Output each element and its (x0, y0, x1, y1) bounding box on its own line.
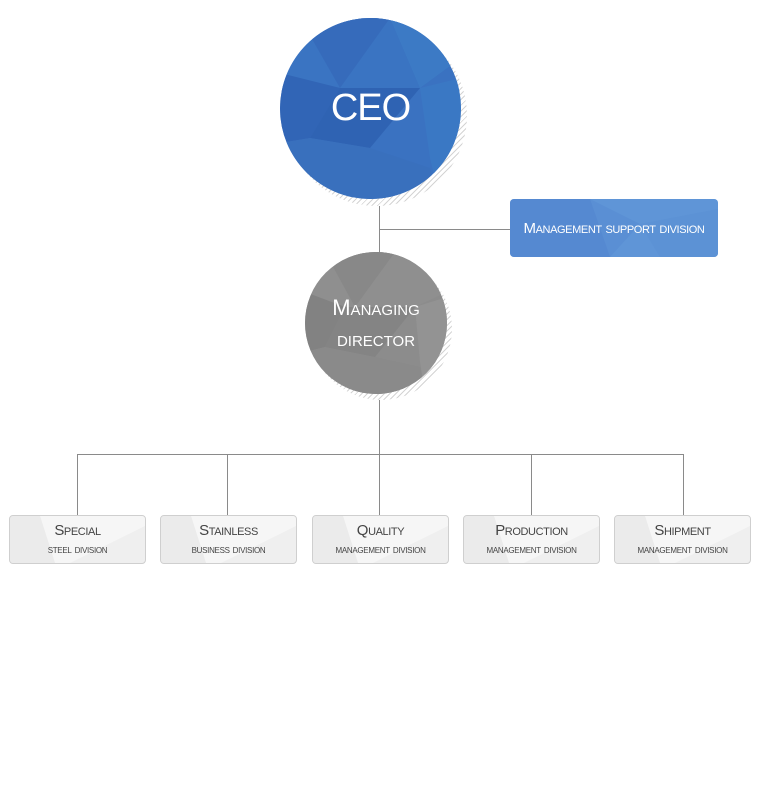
division-label-line1: Production (495, 522, 568, 539)
division-label-line2: management division (637, 542, 728, 556)
division-label-line2: management division (486, 542, 577, 556)
connector-division-5 (683, 454, 684, 515)
division-label-line2: steel division (47, 542, 108, 556)
division-facet-pattern (161, 516, 296, 563)
support-facet-pattern (510, 199, 718, 257)
division-label-line2: management division (335, 542, 426, 556)
managing-director-node[interactable]: Managing director (305, 252, 447, 394)
division-facet-pattern (615, 516, 750, 563)
division-label-line1: Quality (356, 522, 405, 539)
division-stainless-business[interactable]: Stainless business division (160, 515, 297, 564)
division-quality-management[interactable]: Quality management division (312, 515, 449, 564)
md-facet-pattern (305, 252, 447, 394)
connector-md-to-divisions (379, 400, 380, 455)
division-label-line1: Special (54, 522, 101, 539)
md-label-line1: Managing (332, 295, 420, 320)
division-label-line1: Stainless (199, 522, 258, 539)
ceo-label: CEO (330, 87, 411, 129)
division-label-line2: business division (191, 542, 266, 556)
division-facet-pattern (10, 516, 145, 563)
connector-division-1 (77, 454, 78, 515)
support-label: Management support division (523, 219, 705, 237)
connector-to-support (379, 229, 510, 230)
ceo-node[interactable]: CEO (280, 18, 461, 199)
md-label-line2: director (336, 326, 416, 351)
division-label-line1: Shipment (654, 522, 711, 539)
management-support-division-node[interactable]: Management support division (510, 199, 718, 257)
connector-division-4 (531, 454, 532, 515)
division-production-management[interactable]: Production management division (463, 515, 600, 564)
connector-division-2 (227, 454, 228, 515)
ceo-facet-pattern (280, 18, 461, 199)
connector-division-3 (379, 454, 380, 515)
division-special-steel[interactable]: Special steel division (9, 515, 146, 564)
division-facet-pattern (464, 516, 599, 563)
division-facet-pattern (313, 516, 448, 563)
connector-ceo-to-md (379, 206, 380, 254)
division-shipment-management[interactable]: Shipment management division (614, 515, 751, 564)
connector-divisions-bus (77, 454, 684, 455)
